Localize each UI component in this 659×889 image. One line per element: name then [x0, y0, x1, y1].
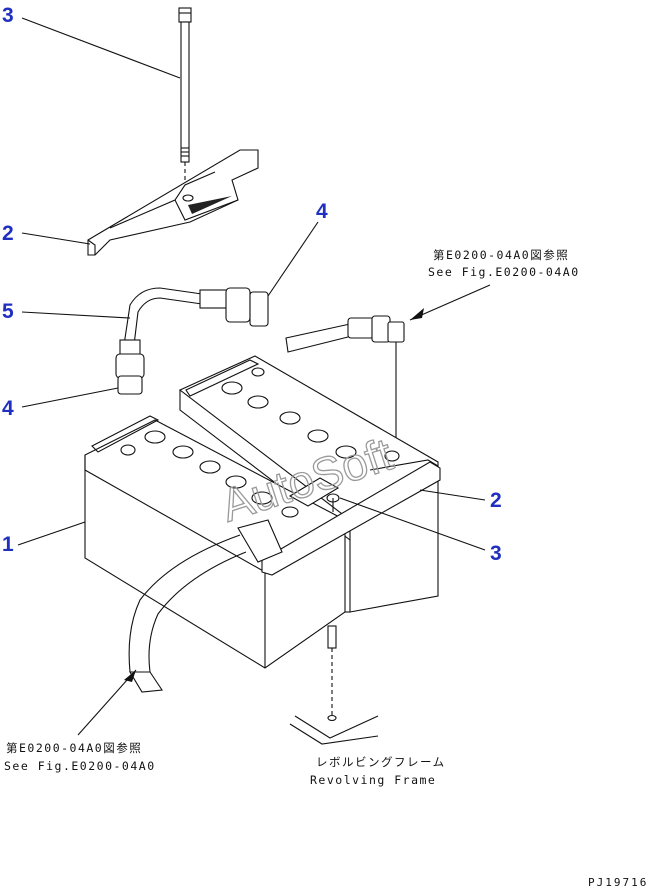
battery-front: [84, 415, 346, 669]
bracket-part-top: [87, 149, 259, 256]
callout-4-upper: 4: [316, 200, 328, 223]
drawing-code: PJ19716: [588, 876, 648, 889]
callout-3-right: 3: [490, 542, 502, 565]
callout-3-top: 3: [2, 4, 14, 27]
frame-stud: [289, 625, 379, 745]
cable-lower: [128, 519, 283, 693]
callout-2-left: 2: [2, 222, 14, 245]
frame-label-jp: レボルビングフレーム: [316, 755, 446, 769]
ref-note-upper-en: See Fig.E0200-04A0: [428, 265, 580, 279]
callout-5: 5: [2, 300, 14, 323]
ref-note-lower-en: See Fig.E0200-04A0: [4, 759, 156, 773]
callout-1: 1: [2, 533, 14, 556]
leader-lines: [17, 17, 491, 736]
frame-label-en: Revolving Frame: [310, 773, 436, 787]
callout-2-right: 2: [490, 489, 502, 512]
cable-upper-right: [285, 315, 405, 455]
ref-note-lower-jp: 第E0200-04A0図参照: [6, 741, 142, 755]
callout-4-lower: 4: [2, 397, 14, 420]
bracket-part-right: [261, 461, 441, 576]
cable-part-5: [115, 287, 269, 395]
ref-note-upper-jp: 第E0200-04A0図参照: [433, 248, 569, 262]
bolt-part-top: [178, 7, 192, 195]
